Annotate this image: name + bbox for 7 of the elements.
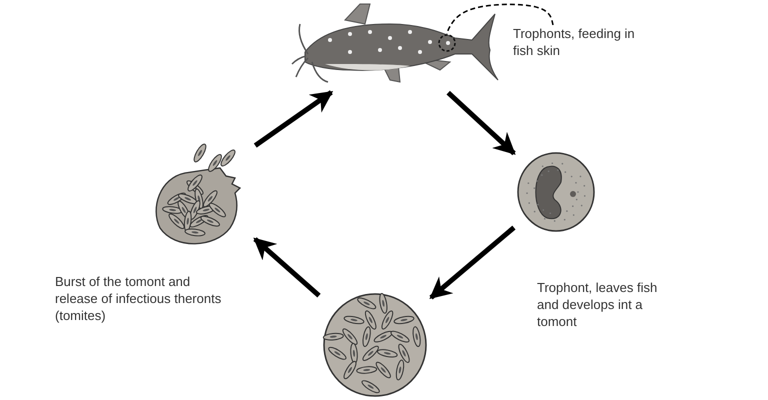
arrow bbox=[446, 90, 516, 156]
arrow bbox=[253, 237, 321, 298]
arrow bbox=[429, 226, 516, 300]
stage-caption: Burst of the tomont and release of infectious theronts (tomites) bbox=[55, 273, 222, 324]
caption-text: Trophonts, feeding in fish skin bbox=[513, 25, 638, 61]
stage-caption: Trophont, leaves fish and develops int a tomont bbox=[537, 279, 658, 330]
arrow bbox=[254, 90, 334, 148]
